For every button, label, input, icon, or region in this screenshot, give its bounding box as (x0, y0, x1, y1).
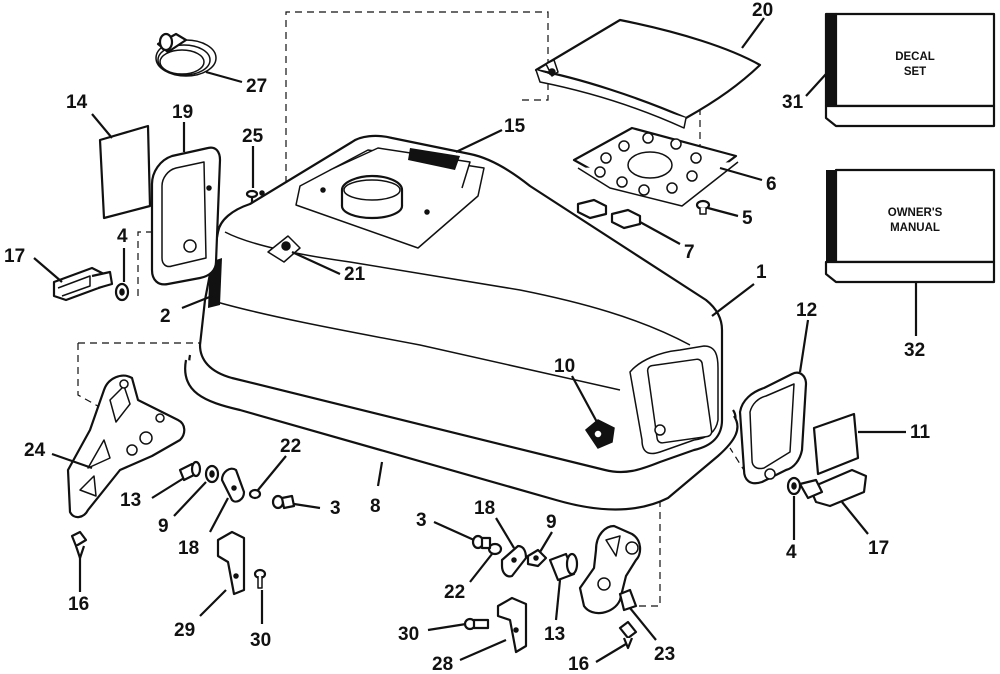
callout-22: 22 (444, 582, 465, 603)
access-frame-part-19 (150, 146, 222, 286)
manual-box-label-line1: OWNER'S (888, 207, 943, 219)
callout-3: 3 (416, 510, 427, 531)
callout-16: 16 (568, 654, 589, 674)
bushing-part-13-left (178, 460, 202, 482)
bracket-part-24 (66, 374, 186, 519)
callout-2: 2 (160, 306, 171, 327)
callout-27: 27 (246, 76, 267, 97)
latch-handle-part-17-right (798, 468, 868, 508)
callout-24: 24 (24, 440, 46, 461)
callout-30: 30 (250, 630, 271, 651)
callout-13: 13 (544, 624, 565, 645)
callout-3: 3 (330, 498, 341, 519)
access-frame-part-12 (738, 371, 808, 485)
callout-21: 21 (344, 264, 366, 285)
callout-4: 4 (786, 542, 797, 563)
screw-part-30-left (253, 568, 267, 589)
callout-4: 4 (117, 226, 128, 247)
callout-12: 12 (796, 300, 817, 321)
bracket-part-23 (578, 524, 642, 615)
bolt-part-3-right (271, 494, 296, 510)
callout-18: 18 (178, 538, 199, 559)
callout-25: 25 (242, 126, 264, 147)
callout-23: 23 (654, 644, 675, 665)
callout-22: 22 (280, 436, 301, 457)
screw-part-25 (245, 189, 259, 202)
plate-part-18-left (220, 467, 246, 503)
callout-29: 29 (174, 620, 195, 641)
pads-part-7 (576, 198, 642, 230)
decal-set-box-part-31: DECAL SET (824, 12, 996, 128)
decal-box-label-line2: SET (904, 66, 926, 78)
callout-7: 7 (684, 242, 695, 263)
screw-part-30-right (463, 617, 490, 631)
callout-10: 10 (554, 356, 575, 377)
gasket-sheet-part-14 (98, 124, 152, 220)
callout-18: 18 (474, 498, 495, 519)
top-cover-part-20 (534, 18, 762, 129)
gasket-sheet-part-11 (812, 412, 860, 476)
callout-28: 28 (432, 654, 453, 674)
callout-19: 19 (172, 102, 193, 123)
motor-cover-part-1 (184, 134, 739, 511)
callout-13: 13 (120, 490, 141, 511)
callout-9: 9 (546, 512, 557, 533)
mounting-plate-part-6 (572, 126, 739, 207)
callout-8: 8 (370, 496, 381, 517)
clip-part-29 (216, 530, 246, 596)
washer-part-9-left (204, 464, 220, 484)
callout-20: 20 (752, 0, 773, 21)
callout-14: 14 (66, 92, 88, 113)
callout-1: 1 (756, 262, 767, 283)
bushing-part-13-right (548, 552, 579, 582)
plug-part-16-right (618, 620, 638, 650)
washer-part-4-right (786, 476, 802, 496)
callout-15: 15 (504, 116, 526, 137)
plug-part-16-left (70, 530, 88, 560)
callout-31: 31 (782, 92, 804, 113)
plate-part-18-right (500, 544, 528, 578)
manual-box-label-line2: MANUAL (890, 222, 940, 234)
latch-handle-part-17-left (52, 266, 114, 302)
wire-harness-part-27 (155, 32, 217, 77)
callout-32: 32 (904, 340, 925, 361)
callout-17: 17 (868, 538, 889, 559)
bolt-part-3-center (471, 534, 492, 550)
callout-9: 9 (158, 516, 169, 537)
owners-manual-box-part-32: OWNER'S MANUAL (824, 168, 996, 284)
washer-part-9-right (526, 548, 548, 568)
callout-30: 30 (398, 624, 419, 645)
washer-part-22-left (248, 488, 262, 500)
callout-5: 5 (742, 208, 753, 229)
clip-part-28 (496, 596, 528, 654)
leader-lines (33, 17, 918, 663)
decal-box-label-line1: DECAL (895, 51, 935, 63)
washer-part-4-left (114, 282, 130, 302)
screw-part-5 (695, 199, 711, 215)
callout-11: 11 (910, 422, 931, 443)
callout-17: 17 (4, 246, 25, 267)
callout-6: 6 (766, 174, 777, 195)
callout-16: 16 (68, 594, 89, 615)
callout-numbers: 1 2 3 3 4 4 5 6 7 8 9 9 10 11 12 13 13 1… (4, 0, 931, 674)
